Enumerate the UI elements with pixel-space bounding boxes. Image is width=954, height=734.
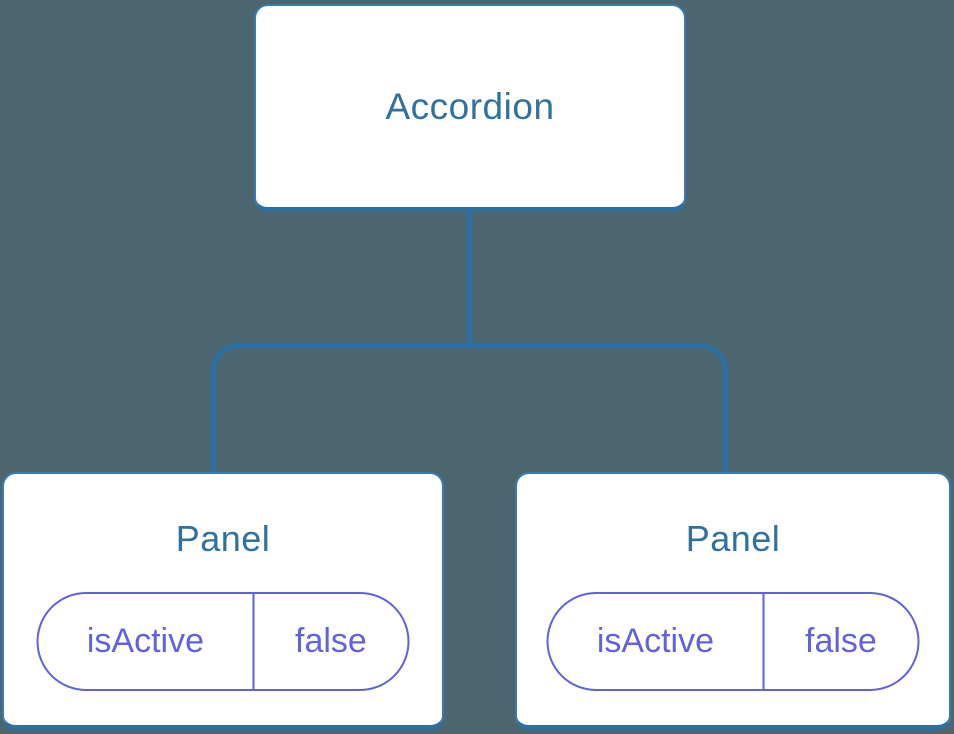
- child-component-label: Panel: [685, 518, 781, 559]
- state-value-cell: false: [254, 594, 407, 689]
- child-component-label: Panel: [175, 518, 271, 559]
- state-key: isActive: [596, 622, 714, 660]
- state-pill: isActive false: [36, 592, 410, 691]
- tree-connector-stem: [467, 211, 472, 348]
- child-component-card: Panel isActive false: [2, 472, 444, 730]
- state-value: false: [295, 622, 367, 660]
- state-key-cell: isActive: [549, 594, 765, 689]
- child-component-card: Panel isActive false: [515, 472, 951, 730]
- state-key: isActive: [86, 622, 204, 660]
- state-value: false: [805, 622, 877, 660]
- tree-connector-bracket: [211, 343, 728, 473]
- root-component-label: Accordion: [385, 85, 555, 127]
- state-key-cell: isActive: [39, 594, 255, 689]
- state-value-cell: false: [764, 594, 917, 689]
- state-pill: isActive false: [546, 592, 920, 691]
- root-component-card: Accordion: [254, 4, 686, 212]
